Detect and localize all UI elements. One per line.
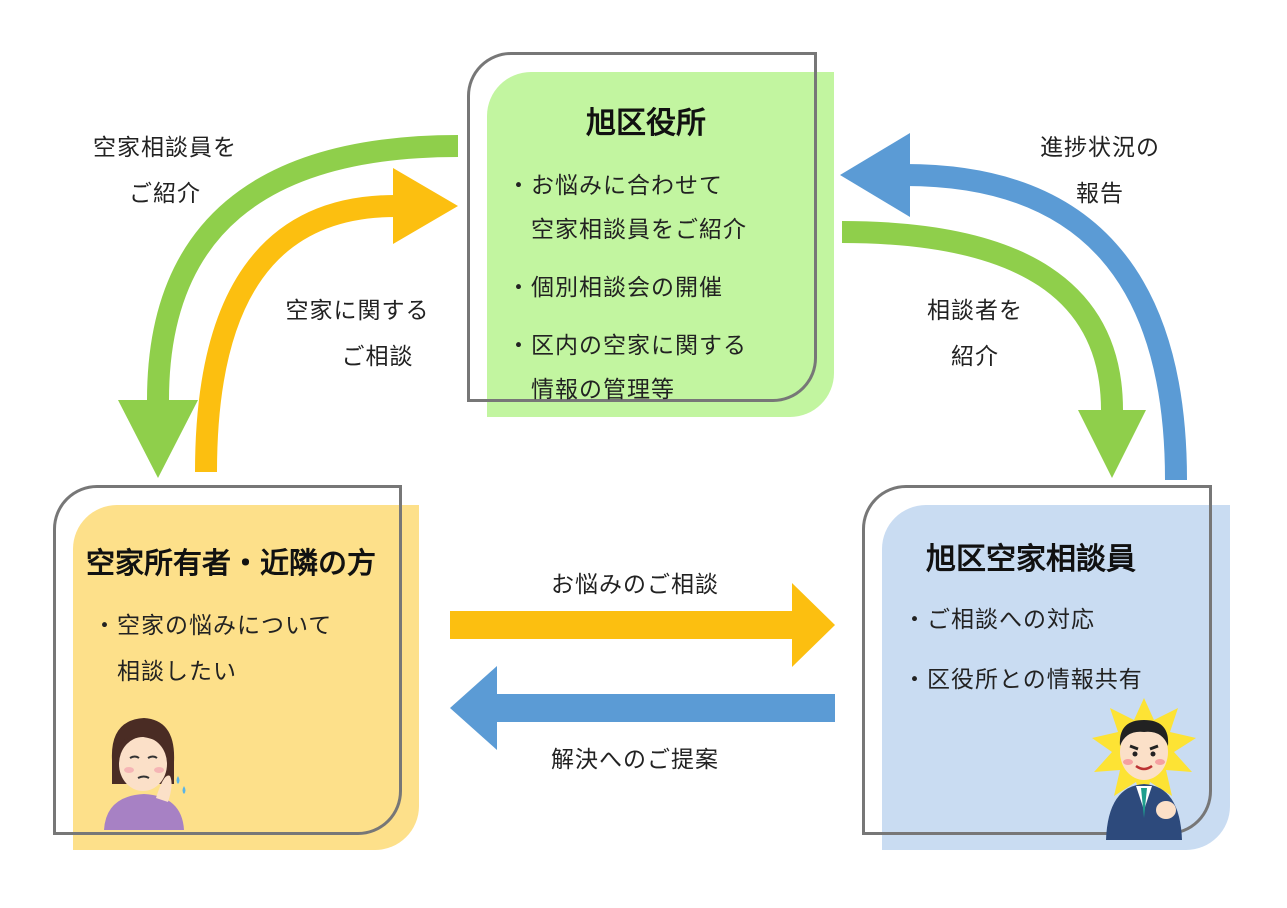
counselor-title: 旭区空家相談員 <box>926 542 1136 577</box>
counselor-box-outline <box>862 485 1212 835</box>
arrow-office-to-counselor-head <box>1078 410 1146 478</box>
office-item: ・個別相談会の開催 <box>507 275 723 301</box>
counselor-item: ・ご相談への対応 <box>903 607 1095 633</box>
label-consult-vacant: 空家に関する ご相談 <box>285 298 430 370</box>
office-item: ・お悩みに合わせて <box>507 173 723 199</box>
office-item: 情報の管理等 <box>507 377 675 403</box>
owner-box-outline <box>53 485 402 835</box>
arrow-owner-to-counselor <box>450 611 795 639</box>
worried-woman-illustration <box>104 718 186 830</box>
office-item: ・区内の空家に関する <box>507 333 747 359</box>
arrow-owner-to-office-head <box>393 168 458 244</box>
confident-man-illustration <box>1092 698 1196 840</box>
arrow-counselor-to-office <box>904 164 1187 481</box>
arrow-owner-to-counselor-head <box>792 583 835 667</box>
arrow-office-to-owner <box>147 135 459 401</box>
label-introduce-counselor: 空家相談員を ご紹介 <box>93 135 237 207</box>
office-title: 旭区役所 <box>586 106 706 141</box>
owner-item: 相談したい <box>93 659 237 685</box>
counselor-item: ・区役所との情報共有 <box>903 667 1143 693</box>
office-item: 空家相談員をご紹介 <box>507 217 747 243</box>
arrow-counselor-to-owner-head <box>450 666 497 750</box>
arrow-counselor-to-owner <box>495 694 835 722</box>
arrow-office-to-counselor <box>841 221 1123 411</box>
owner-item: ・空家の悩みについて <box>93 613 333 639</box>
label-consult-worries: お悩みのご相談 <box>551 572 719 598</box>
arrow-owner-to-office <box>195 195 396 473</box>
arrow-counselor-to-office-head <box>840 133 910 217</box>
office-box-outline <box>467 52 817 402</box>
label-propose-solution: 解決へのご提案 <box>551 747 719 773</box>
label-introduce-consultant: 相談者を 紹介 <box>927 298 1023 370</box>
label-progress-report: 進捗状況の 報告 <box>1040 135 1160 207</box>
arrow-office-to-owner-head <box>118 400 198 478</box>
owner-title: 空家所有者・近隣の方 <box>86 546 377 580</box>
